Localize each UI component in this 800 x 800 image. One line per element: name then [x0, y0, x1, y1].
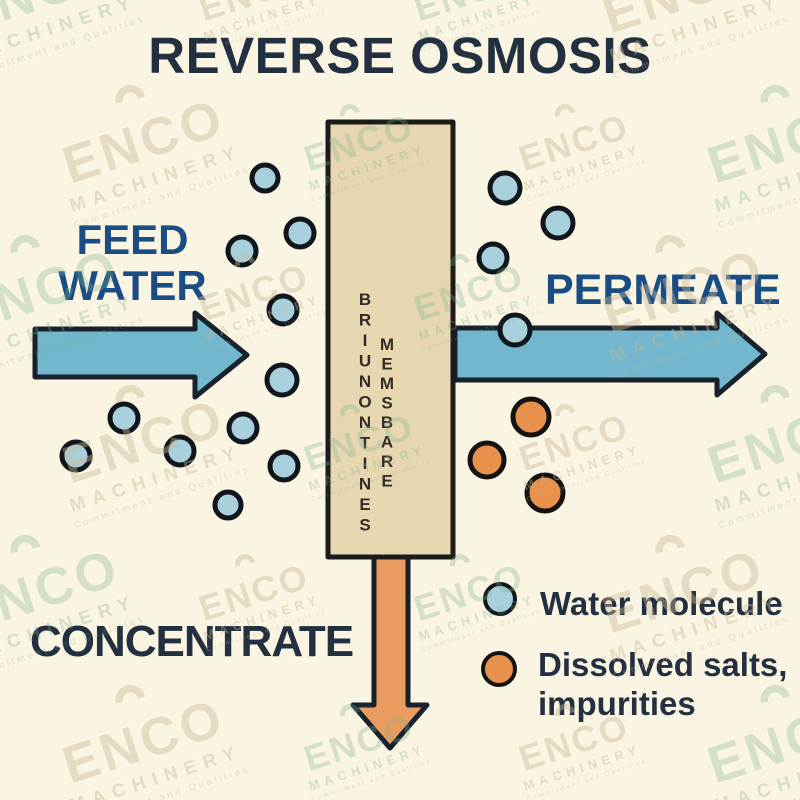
membrane-label-column-left: BRIUNONTINES: [355, 289, 375, 536]
page-title: REVERSE OSMOSIS: [148, 27, 652, 84]
feed-water-line1: FEED: [76, 216, 189, 263]
feed-water-line2: WATER: [58, 262, 207, 309]
permeate-arrow: [452, 310, 768, 398]
molecule-layer: [59, 162, 576, 521]
water-molecule: [264, 362, 300, 398]
salt-particle: [467, 440, 507, 480]
concentrate-arrow: [350, 547, 430, 751]
membrane-label: BRIUNONTINES MEMSBARE: [330, 280, 422, 545]
water-molecule: [212, 489, 244, 521]
legend-salts-line1: Dissolved salts,: [538, 646, 788, 683]
permeate-label: PERMEATE: [545, 266, 781, 314]
legend-salts-label: Dissolved salts, impurities: [538, 645, 787, 723]
water-molecule: [267, 449, 301, 483]
water-molecule: [540, 205, 576, 241]
water-molecule: [163, 434, 197, 468]
water-molecule: [249, 162, 281, 194]
salt-particle: [510, 396, 552, 438]
water-molecule: [59, 439, 93, 473]
water-molecule: [226, 411, 260, 445]
membrane: [325, 119, 456, 560]
feed-water-label: FEED WATER: [35, 217, 230, 309]
legend-water-swatch: [483, 582, 517, 616]
water-molecule: [476, 241, 510, 275]
concentrate-label: CONCENTRATE: [30, 617, 354, 666]
water-molecule: [283, 216, 317, 250]
salt-particle: [524, 472, 566, 514]
feed-arrow: [32, 310, 250, 400]
water-molecule: [225, 234, 259, 268]
water-molecule: [107, 401, 141, 435]
membrane-label-column-right: MEMSBARE: [377, 334, 397, 491]
water-molecule: [266, 293, 300, 327]
legend-salts-swatch: [481, 651, 517, 687]
water-molecule: [487, 170, 523, 206]
water-molecule: [497, 312, 533, 348]
legend-water-label: Water molecule: [540, 585, 783, 622]
legend-salts-line2: impurities: [538, 685, 696, 722]
